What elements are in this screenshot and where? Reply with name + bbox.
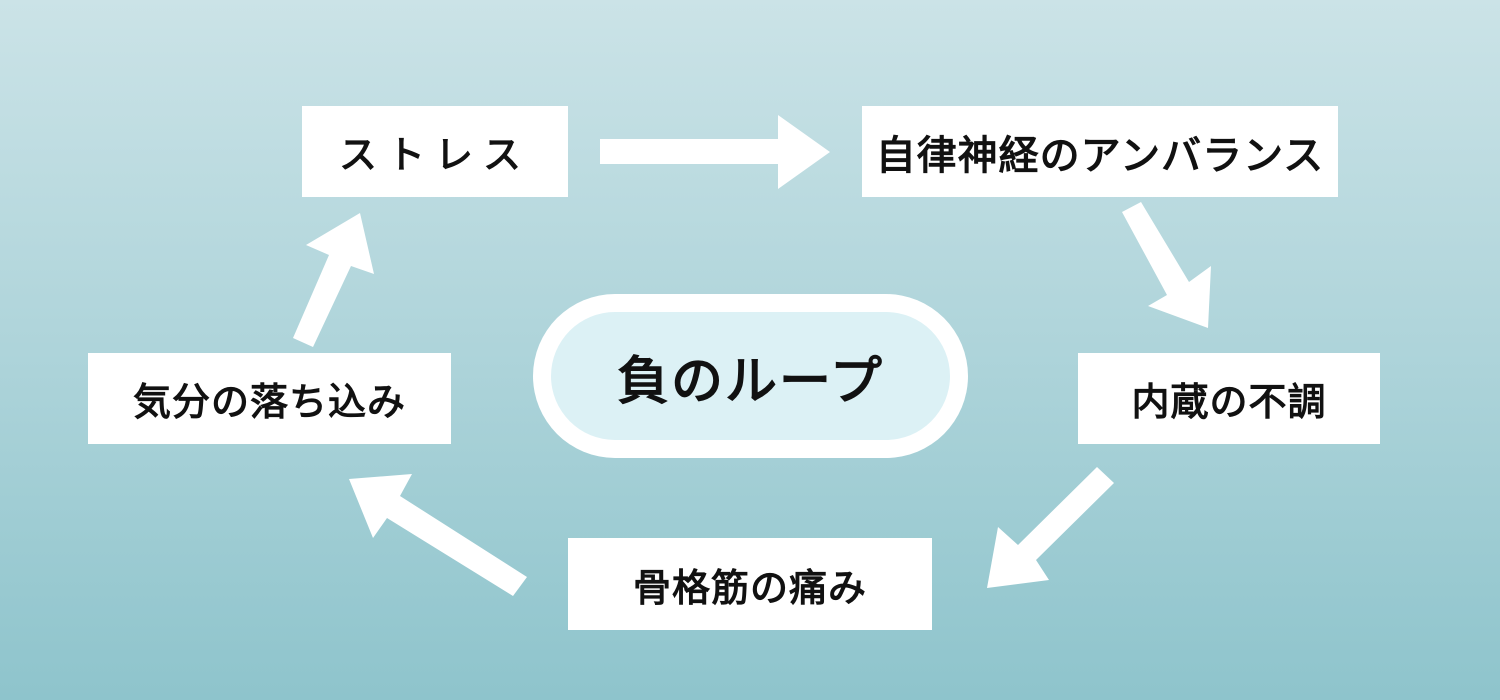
node-organ-disorder: 内蔵の不調: [1078, 353, 1380, 444]
node-autonomic-imbalance: 自律神経のアンバランス: [862, 106, 1338, 197]
node-stress-label: ストレス: [338, 132, 531, 177]
node-muscle-pain-label: 骨格筋の痛み: [632, 564, 867, 610]
center-title-pill: 負のループ: [533, 294, 968, 458]
arrow-stress-to-ans: [600, 115, 830, 189]
arrow-ans-to-organ: [1122, 202, 1211, 328]
diagram-title: 負のループ: [617, 350, 884, 412]
node-organ-disorder-label: 内蔵の不調: [1131, 379, 1327, 424]
node-low-mood-label: 気分の落ち込み: [132, 379, 406, 424]
node-muscle-pain: 骨格筋の痛み: [568, 538, 932, 630]
arrow-muscle-to-mood: [349, 474, 527, 596]
center-title-inner: 負のループ: [551, 312, 950, 440]
arrow-mood-to-stress: [293, 213, 374, 347]
node-autonomic-imbalance-label: 自律神経のアンバランス: [875, 131, 1325, 179]
node-stress: ストレス: [302, 106, 568, 197]
node-low-mood: 気分の落ち込み: [88, 353, 451, 444]
arrow-organ-to-muscle: [987, 467, 1114, 588]
